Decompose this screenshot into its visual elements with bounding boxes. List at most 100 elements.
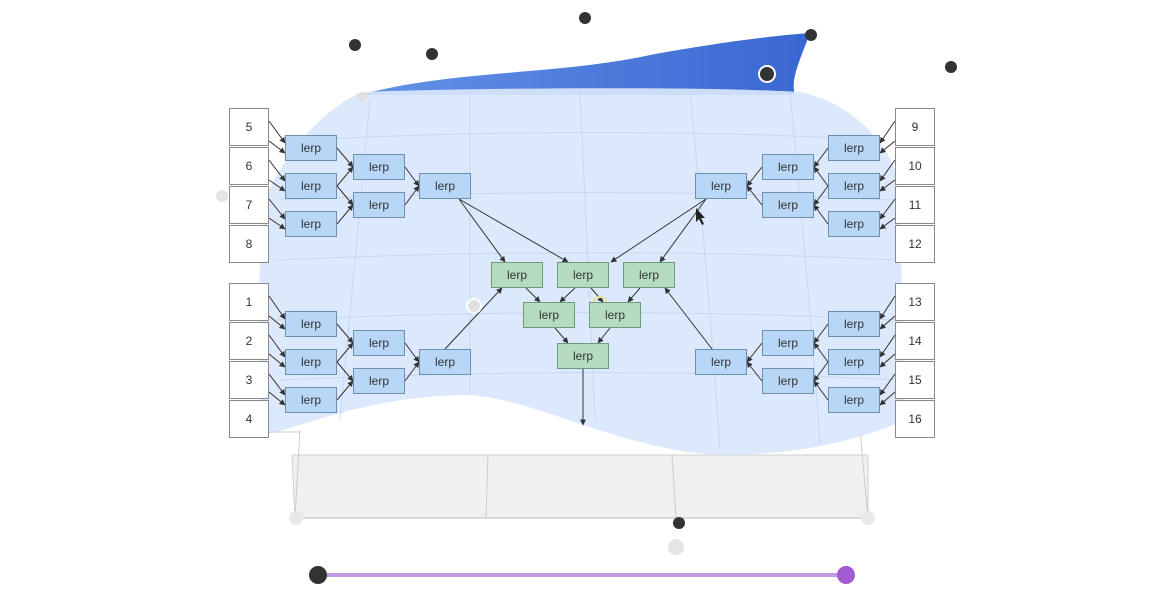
connector-arrow bbox=[336, 147, 354, 168]
control-point[interactable] bbox=[579, 12, 591, 24]
lerp-node[interactable]: lerp bbox=[419, 173, 471, 199]
base-plane bbox=[291, 454, 869, 519]
connector-arrow bbox=[268, 140, 286, 154]
lerp-node[interactable]: lerp bbox=[353, 330, 405, 356]
input-value-box: 13 bbox=[895, 283, 935, 321]
lerp-node[interactable]: lerp bbox=[828, 211, 880, 237]
connector-arrow bbox=[664, 287, 713, 350]
lerp-node[interactable]: lerp bbox=[762, 368, 814, 394]
control-point-ghost[interactable] bbox=[289, 511, 303, 525]
control-point-ghost[interactable] bbox=[216, 190, 228, 202]
lerp-node[interactable]: lerp bbox=[557, 262, 609, 288]
connector-arrow bbox=[879, 373, 896, 396]
lerp-node[interactable]: lerp bbox=[285, 311, 337, 337]
control-point[interactable] bbox=[349, 39, 361, 51]
lerp-node[interactable]: lerp bbox=[828, 311, 880, 337]
lerp-node[interactable]: lerp bbox=[762, 192, 814, 218]
control-point-ghost[interactable] bbox=[861, 511, 875, 525]
input-value-box: 14 bbox=[895, 322, 935, 360]
control-point[interactable] bbox=[426, 48, 438, 60]
parameter-slider[interactable] bbox=[309, 566, 855, 584]
lerp-node[interactable]: lerp bbox=[695, 173, 747, 199]
connector-arrow bbox=[404, 166, 420, 187]
connector-arrow bbox=[879, 295, 896, 320]
connector-arrow bbox=[336, 342, 354, 363]
connector-arrow bbox=[268, 217, 286, 230]
lerp-node[interactable]: lerp bbox=[828, 135, 880, 161]
connector-arrow bbox=[879, 198, 896, 220]
lerp-node[interactable]: lerp bbox=[285, 349, 337, 375]
connector-arrow bbox=[879, 391, 896, 406]
connector-arrow bbox=[659, 198, 707, 263]
lerp-node[interactable]: lerp bbox=[828, 349, 880, 375]
connector-arrow bbox=[404, 361, 420, 382]
control-point[interactable] bbox=[805, 29, 817, 41]
connector-arrow bbox=[813, 204, 829, 225]
input-value-box: 16 bbox=[895, 400, 935, 438]
connector-arrow bbox=[336, 166, 354, 187]
lerp-node[interactable]: lerp bbox=[491, 262, 543, 288]
connector-arrow bbox=[590, 287, 604, 303]
connector-arrow bbox=[458, 198, 569, 263]
lerp-node[interactable]: lerp bbox=[828, 387, 880, 413]
connector-arrow bbox=[268, 120, 286, 144]
connector-arrow bbox=[268, 373, 286, 396]
input-value-box: 8 bbox=[229, 225, 269, 263]
connector-arrow bbox=[813, 342, 829, 363]
connector-arrow bbox=[597, 327, 611, 344]
lerp-node[interactable]: lerp bbox=[523, 302, 575, 328]
slider-start-handle[interactable] bbox=[309, 566, 327, 584]
lerp-node[interactable]: lerp bbox=[623, 262, 675, 288]
connector-arrow bbox=[336, 323, 354, 344]
lerp-node[interactable]: lerp bbox=[762, 154, 814, 180]
control-point-ghost[interactable] bbox=[668, 539, 684, 555]
control-point-ghost[interactable] bbox=[357, 92, 367, 102]
connector-arrow bbox=[554, 327, 569, 344]
lerp-node[interactable]: lerp bbox=[353, 154, 405, 180]
connector-arrow bbox=[879, 120, 896, 144]
connector-arrow bbox=[336, 204, 354, 225]
input-value-box: 3 bbox=[229, 361, 269, 399]
connector-arrow bbox=[268, 315, 286, 330]
connector-arrow bbox=[268, 353, 286, 368]
slider-end-handle[interactable] bbox=[837, 566, 855, 584]
connector-arrow bbox=[336, 361, 354, 382]
connector-arrow bbox=[746, 361, 763, 382]
connector-arrow bbox=[610, 198, 707, 263]
control-point[interactable] bbox=[945, 61, 957, 73]
connector-arrow bbox=[746, 166, 763, 187]
connector-arrow bbox=[879, 315, 896, 330]
control-point-ghost[interactable] bbox=[466, 298, 482, 314]
lerp-node[interactable]: lerp bbox=[762, 330, 814, 356]
lerp-node[interactable]: lerp bbox=[285, 387, 337, 413]
lerp-node[interactable]: lerp bbox=[828, 173, 880, 199]
lerp-node[interactable]: lerp bbox=[589, 302, 641, 328]
control-point-selected[interactable] bbox=[758, 65, 776, 83]
connector-arrow bbox=[813, 166, 829, 187]
control-point[interactable] bbox=[673, 517, 685, 529]
lerp-node[interactable]: lerp bbox=[353, 368, 405, 394]
connector-arrow bbox=[268, 391, 286, 406]
lerp-node[interactable]: lerp bbox=[419, 349, 471, 375]
connector-arrow bbox=[813, 380, 829, 401]
connector-arrow bbox=[879, 217, 896, 230]
connector-arrow bbox=[879, 334, 896, 358]
connector-arrow bbox=[879, 159, 896, 182]
connector-arrow bbox=[813, 361, 829, 382]
input-value-box: 15 bbox=[895, 361, 935, 399]
connector-arrow bbox=[746, 185, 763, 206]
control-points[interactable] bbox=[216, 12, 957, 555]
connector-arrow bbox=[525, 287, 541, 303]
surface-top-ridge bbox=[360, 33, 810, 95]
lerp-node[interactable]: lerp bbox=[353, 192, 405, 218]
connector-arrow bbox=[268, 159, 286, 182]
lerp-node[interactable]: lerp bbox=[285, 135, 337, 161]
input-value-box: 7 bbox=[229, 186, 269, 224]
lerp-node[interactable]: lerp bbox=[695, 349, 747, 375]
connector-arrow bbox=[879, 140, 896, 154]
connector-arrow bbox=[268, 334, 286, 358]
lerp-node[interactable]: lerp bbox=[285, 173, 337, 199]
lerp-node[interactable]: lerp bbox=[285, 211, 337, 237]
connector-arrow bbox=[559, 287, 576, 303]
lerp-node[interactable]: lerp bbox=[557, 343, 609, 369]
